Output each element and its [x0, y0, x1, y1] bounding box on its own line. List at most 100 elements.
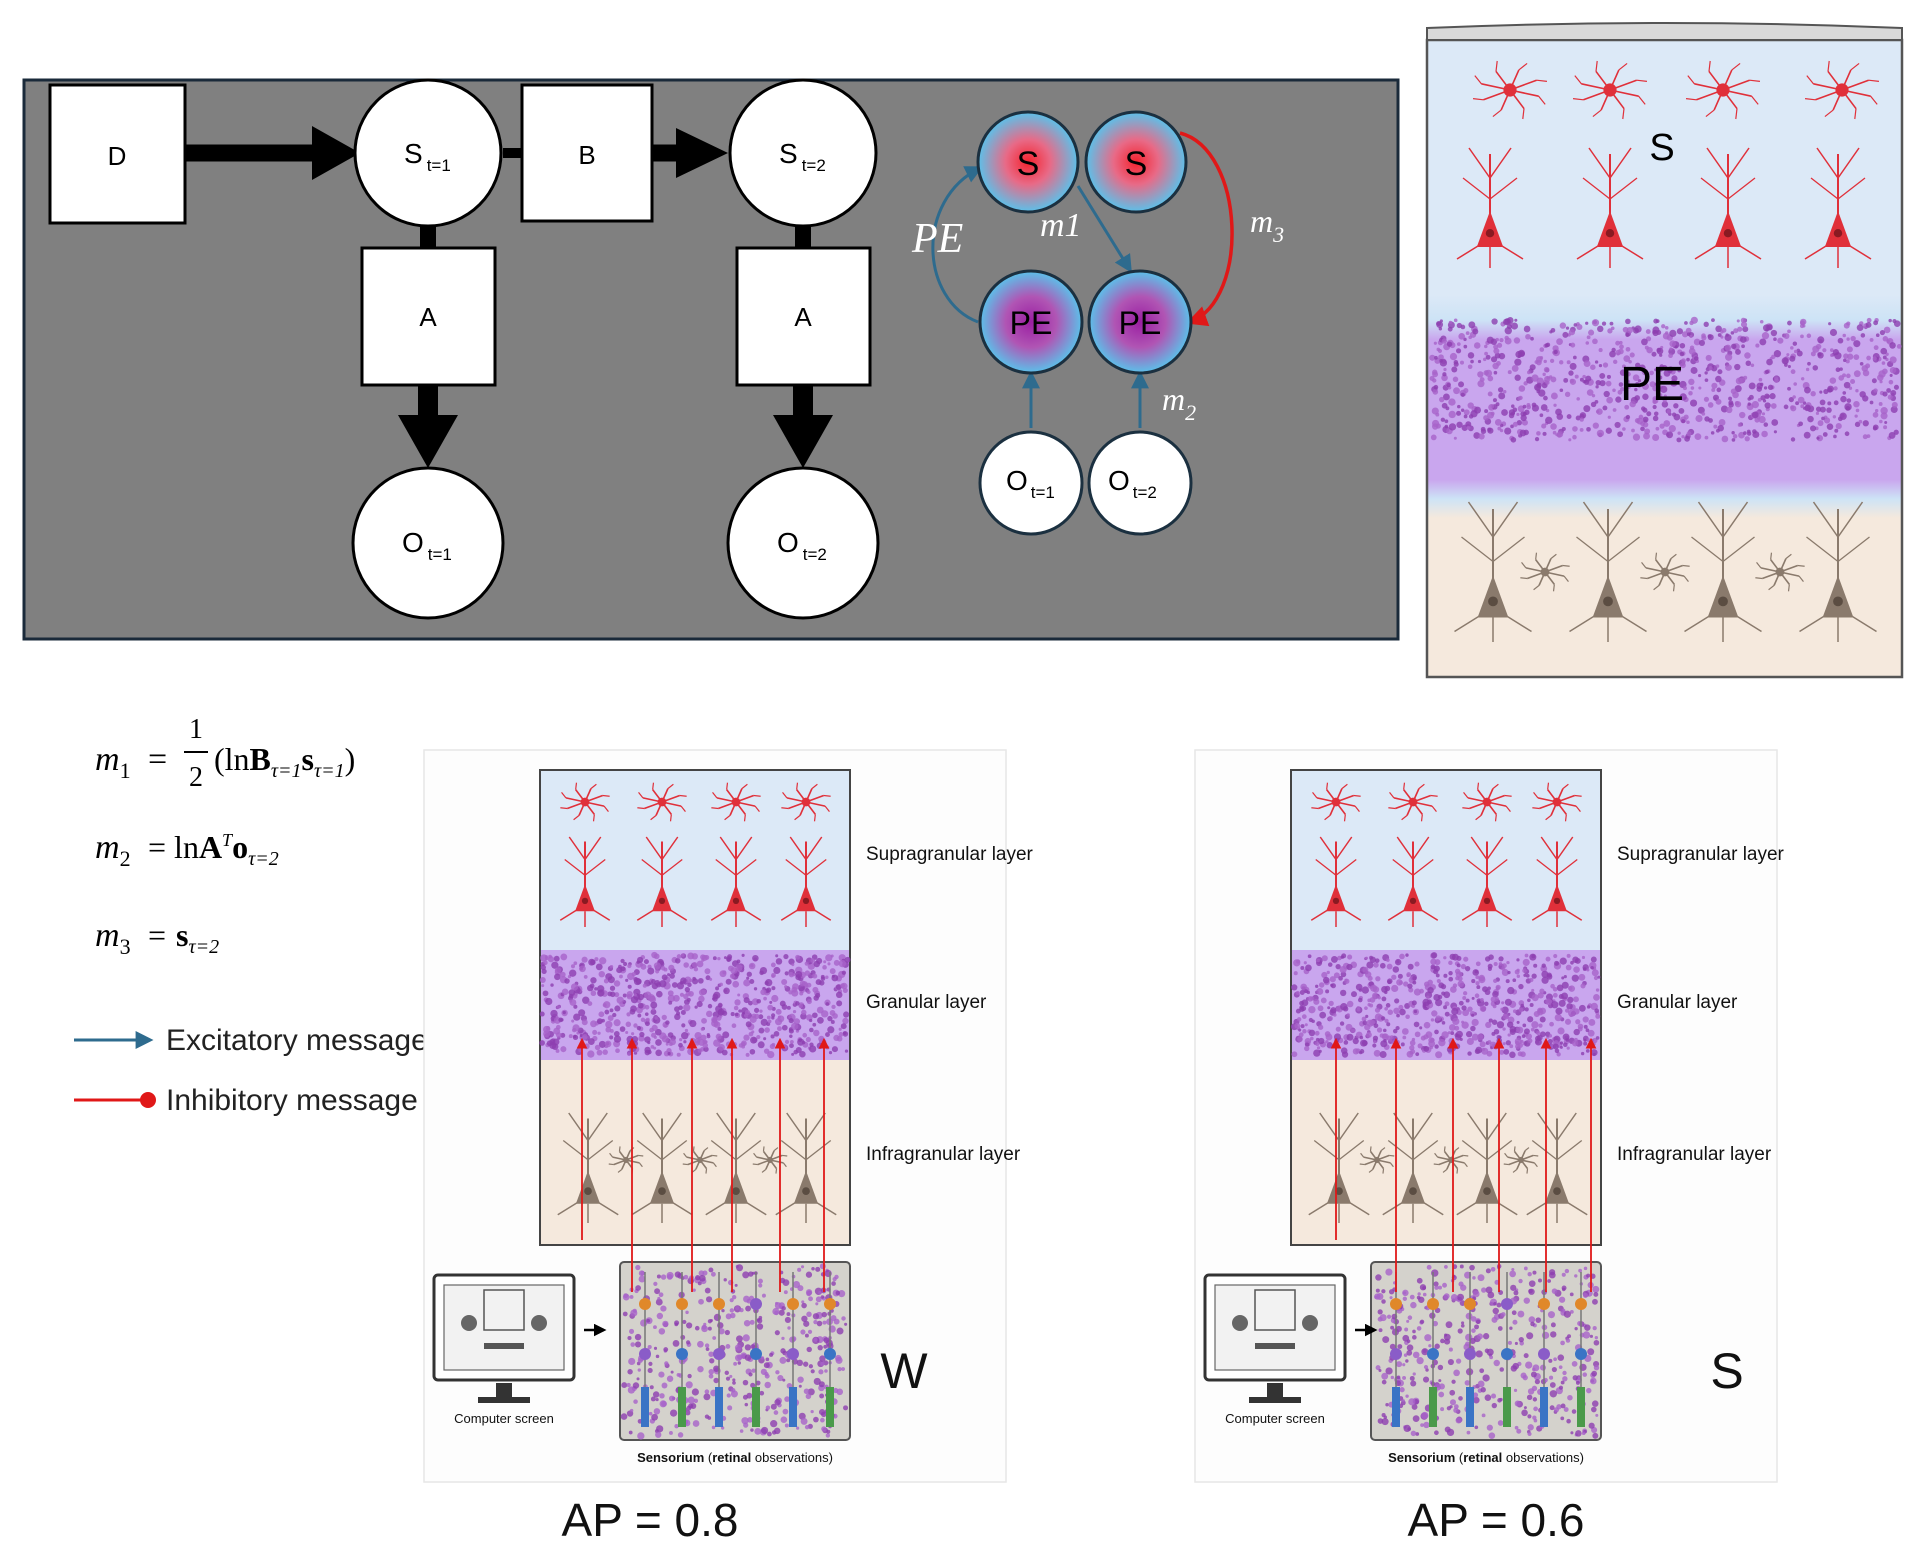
pyramidal-neuron-icon [1456, 147, 1524, 268]
pyramidal-neuron-icon [1576, 147, 1644, 268]
node-o-t1 [351, 466, 505, 620]
m3-edge-label: m3 [1250, 203, 1284, 247]
stellate-neuron-icon [1462, 782, 1512, 822]
pyramidal-neuron-icon [705, 1112, 767, 1223]
cortex-state-label: S [1649, 127, 1674, 169]
node-a2-label: A [794, 302, 812, 332]
pe-node-1 [978, 269, 1084, 375]
stellate-neuron-icon [682, 1146, 718, 1174]
cortical-column-overview: S PE [1425, 22, 1904, 679]
eq1-frac-den: 2 [189, 762, 203, 793]
computer-screen-label: Computer screen [454, 1411, 554, 1426]
layer-label: Infragranular layer [1617, 1144, 1772, 1165]
eq3-rhs: =sτ=2 [148, 917, 219, 958]
layer-label: Granular layer [866, 992, 987, 1013]
stellate-neuron-icon [1755, 552, 1805, 592]
granular-cells [539, 951, 851, 1059]
condition-letter: S [1710, 1343, 1743, 1399]
eq1-frac-num: 1 [189, 714, 203, 745]
node-d [48, 83, 187, 225]
eq1-rhs: (lnBτ=1sτ=1) [214, 741, 355, 782]
pyramidal-neuron-icon [1308, 1112, 1370, 1223]
pe-node-2 [1087, 269, 1193, 375]
node-s-t2 [728, 78, 878, 228]
eq2-rhs: = lnAToτ=2 [148, 829, 279, 870]
stellate-neuron-icon [1572, 60, 1648, 120]
layer-label: Supragranular layer [1617, 844, 1785, 865]
obs-node-2 [1087, 430, 1193, 536]
sensorium-caption: Sensorium (retinal observations) [637, 1450, 833, 1465]
stellate-neuron-icon [1472, 60, 1548, 120]
state-node-1 [976, 110, 1080, 214]
equations: m1 = 1 2 (lnBτ=1sτ=1) m2 = lnAToτ=2 m3 =… [95, 714, 355, 959]
layer-label: Supragranular layer [866, 844, 1034, 865]
pyramidal-neuron-icon [1694, 147, 1762, 268]
node-a-t2 [735, 246, 872, 387]
pe-edge-label: PE [911, 216, 963, 262]
granular-cells [620, 1263, 849, 1440]
inhibitory-dot-icon [140, 1092, 156, 1108]
ap-value-label: AP = 0.6 [1408, 1494, 1585, 1546]
stellate-neuron-icon [560, 782, 610, 822]
state-node-2-label: S [1125, 145, 1148, 183]
stellate-neuron-icon [1311, 782, 1361, 822]
stellate-neuron-icon [1532, 782, 1582, 822]
eq1-lhs: m1 [95, 741, 131, 783]
pyramidal-neuron-icon [1804, 147, 1872, 268]
stellate-neuron-icon [1640, 552, 1690, 592]
pyramidal-neuron-icon [636, 836, 688, 927]
m2-edge-label: m2 [1162, 381, 1196, 425]
pyramidal-neuron-icon [1387, 836, 1439, 927]
stellate-neuron-icon [1804, 60, 1880, 120]
legend: Excitatory message Inhibitory message [74, 1024, 428, 1117]
state-node-1-label: S [1017, 145, 1040, 183]
stellate-neuron-icon [1503, 1146, 1539, 1174]
pyramidal-neuron-icon [775, 1112, 837, 1223]
pyramidal-neuron-icon [710, 836, 762, 927]
node-b-label: B [578, 140, 595, 170]
pyramidal-neuron-icon [1382, 1112, 1444, 1223]
legend-inhibitory-label: Inhibitory message [166, 1084, 418, 1117]
layer-label: Infragranular layer [866, 1144, 1021, 1165]
pyramidal-neuron-icon [631, 1112, 693, 1223]
pyramidal-neuron-icon [1526, 1112, 1588, 1223]
granular-cells [1290, 952, 1601, 1059]
eq1-equals: = [148, 741, 167, 778]
legend-excitatory-label: Excitatory message [166, 1024, 428, 1057]
stellate-neuron-icon [637, 782, 687, 822]
eq2-lhs: m2 [95, 829, 131, 871]
stellate-neuron-icon [781, 782, 831, 822]
ap-value-label: AP = 0.8 [562, 1494, 739, 1546]
pyramidal-neuron-icon [1684, 501, 1762, 642]
sensorium-caption: Sensorium (retinal observations) [1388, 1450, 1584, 1465]
stellate-neuron-icon [1388, 782, 1438, 822]
node-a1-label: A [419, 302, 437, 332]
layer-label: Granular layer [1617, 992, 1738, 1013]
pe-node-2-label: PE [1119, 305, 1162, 341]
node-s-t1 [353, 78, 503, 228]
pe-node-1-label: PE [1010, 305, 1053, 341]
pyramidal-neuron-icon [1461, 836, 1513, 927]
pyramidal-neuron-icon [780, 836, 832, 927]
stellate-neuron-icon [1520, 552, 1570, 592]
computer-screen-icon [432, 1273, 576, 1403]
pyramidal-neuron-icon [559, 836, 611, 927]
node-o-t2 [726, 466, 880, 620]
state-node-2 [1084, 110, 1188, 214]
pyramidal-neuron-icon [1799, 501, 1877, 642]
pyramidal-neuron-icon [1569, 501, 1647, 642]
stellate-neuron-icon [1359, 1146, 1395, 1174]
computer-screen-label: Computer screen [1225, 1411, 1325, 1426]
node-a-t1 [360, 246, 497, 387]
